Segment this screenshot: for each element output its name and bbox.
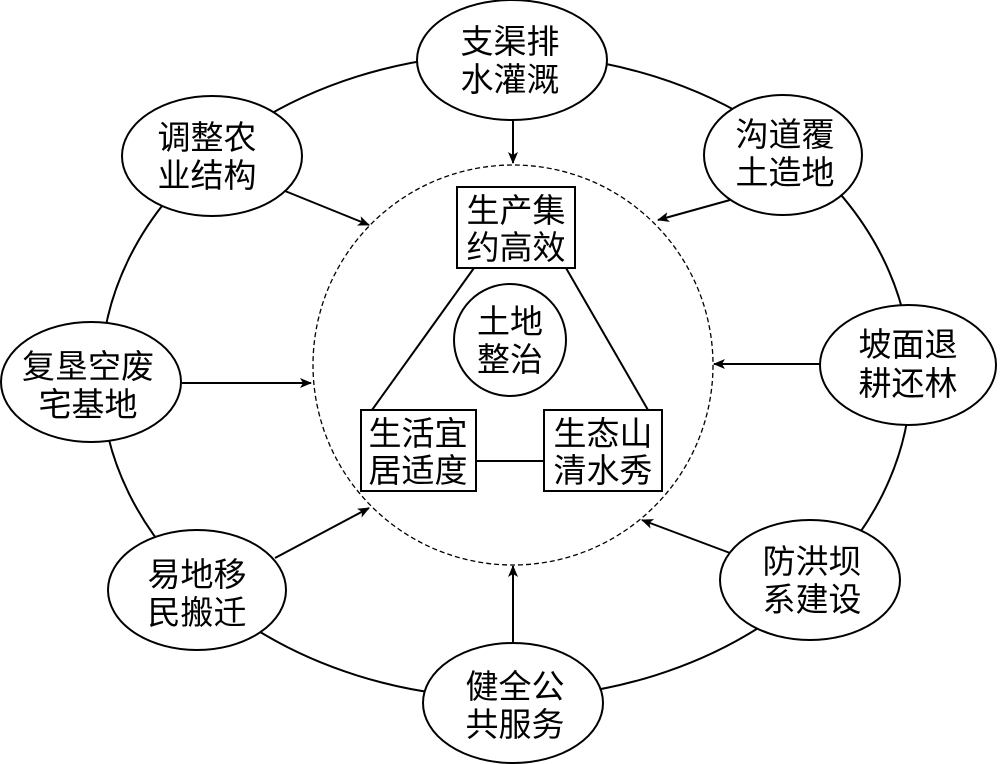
core-label-line-1: 土地 — [477, 302, 543, 341]
measure-agri-structure-line-2: 业结构 — [158, 156, 257, 195]
measure-arrows — [182, 120, 820, 643]
goal-ecology-line-1: 生态山 — [554, 414, 653, 453]
measure-check-dam-line-1: 防洪坝 — [763, 542, 862, 581]
goal-production: 生产集 约高效 — [456, 186, 576, 269]
goal-living: 生活宜 居适度 — [360, 409, 477, 492]
arrow-agri-structure — [284, 190, 370, 226]
measure-relocation: 易地移 民搬迁 — [107, 529, 287, 651]
measure-homestead-line-2: 宅基地 — [39, 385, 138, 424]
link-production-living — [371, 267, 475, 411]
measure-gully-land: 沟道覆 土造地 — [703, 94, 863, 216]
arrow-gully-land — [657, 199, 731, 222]
measure-relocation-line-1: 易地移 — [148, 555, 247, 594]
core-node: 土地 整治 — [453, 283, 567, 397]
measure-homestead: 复垦空废 宅基地 — [0, 321, 182, 443]
goal-links — [371, 267, 649, 462]
measure-agri-structure-line-1: 调整农 — [158, 118, 257, 157]
measure-public-service-line-1: 健全公 — [466, 667, 565, 706]
measure-gully-land-line-1: 沟道覆 — [736, 115, 835, 154]
goal-ecology-line-2: 清水秀 — [554, 451, 653, 490]
goal-living-line-2: 居适度 — [369, 451, 468, 490]
measure-check-dam-line-2: 系建设 — [763, 580, 862, 619]
measure-slope-forest-line-2: 耕还林 — [859, 364, 958, 403]
arrow-relocation — [274, 507, 370, 559]
measure-slope-forest: 坡面退 耕还林 — [819, 304, 997, 426]
measure-public-service: 健全公 共服务 — [422, 642, 604, 764]
link-production-ecology — [565, 267, 649, 411]
measure-canal-irrigation: 支渠排 水灌溉 — [416, 0, 608, 121]
arrow-check-dam — [641, 519, 731, 554]
measure-check-dam: 防洪坝 系建设 — [719, 519, 901, 641]
goal-production-line-1: 生产集 — [467, 191, 566, 230]
goal-living-line-1: 生活宜 — [369, 414, 468, 453]
measure-canal-irrigation-line-2: 水灌溉 — [461, 60, 560, 99]
goal-production-line-2: 约高效 — [467, 228, 566, 267]
measure-slope-forest-line-1: 坡面退 — [859, 325, 958, 364]
core-label-line-2: 整治 — [477, 340, 543, 379]
measure-homestead-line-1: 复垦空废 — [22, 347, 154, 386]
measure-public-service-line-2: 共服务 — [466, 705, 565, 744]
measure-agri-structure: 调整农 业结构 — [121, 95, 303, 217]
measure-relocation-line-2: 民搬迁 — [148, 593, 247, 632]
measure-gully-land-line-2: 土造地 — [736, 153, 835, 192]
goal-ecology: 生态山 清水秀 — [543, 409, 663, 492]
measure-canal-irrigation-line-1: 支渠排 — [461, 22, 560, 61]
